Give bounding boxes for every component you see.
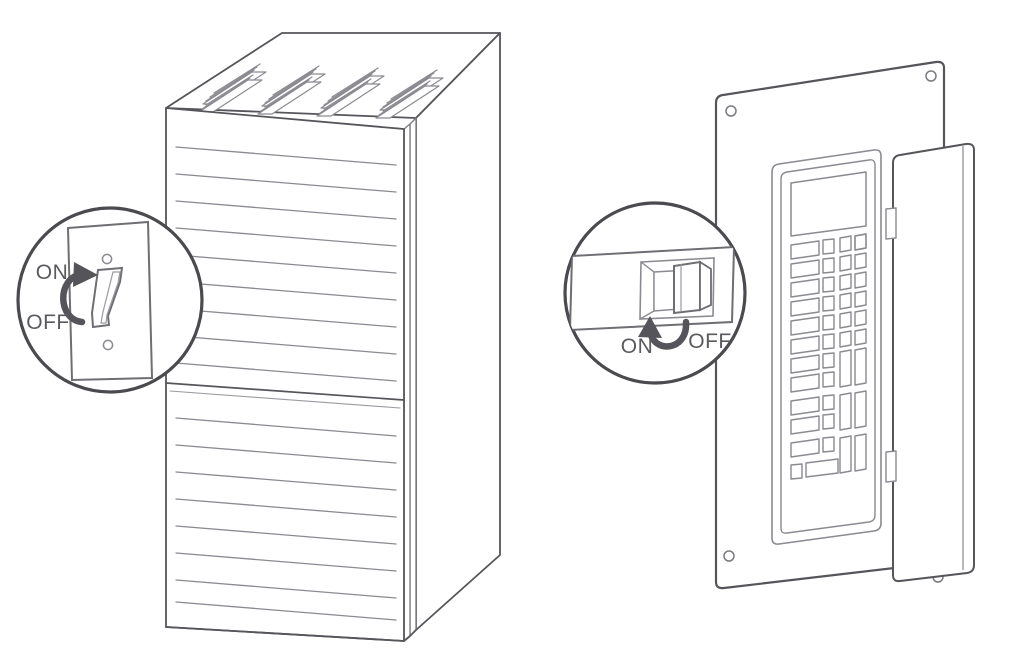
tower-mid-seam-2 bbox=[169, 390, 401, 409]
breaker-row bbox=[790, 252, 867, 279]
tower-bezel-strip-outer bbox=[409, 117, 417, 637]
tower-mid-seam bbox=[165, 382, 405, 401]
panel-breaker-tall-units bbox=[839, 347, 867, 474]
tower-front-louvers-upper bbox=[175, 146, 397, 382]
wall-switch-callout: ON OFF bbox=[16, 206, 204, 394]
panel-screw-top-left bbox=[725, 105, 737, 117]
tower-front-face bbox=[165, 107, 405, 642]
switch-plate-screw-top bbox=[101, 253, 113, 265]
breaker-row bbox=[790, 271, 867, 298]
panel-screw-bottom-left bbox=[723, 550, 735, 562]
right-callout-on-label: ON bbox=[621, 335, 654, 358]
breaker-row bbox=[790, 328, 867, 355]
electrical-panel bbox=[714, 60, 975, 590]
breaker-toggle-side bbox=[699, 260, 712, 312]
panel-door-hinge-bottom bbox=[885, 450, 897, 483]
server-tower bbox=[165, 32, 501, 642]
breaker-row bbox=[790, 309, 867, 336]
breaker-direction-arrowhead bbox=[638, 316, 662, 338]
panel-breaker-left-column bbox=[790, 352, 839, 480]
tower-top-vents bbox=[198, 63, 444, 119]
tower-bottom-edge bbox=[165, 626, 417, 642]
vent-group-1 bbox=[198, 63, 267, 113]
switch-plate-screw-bottom bbox=[102, 339, 114, 351]
vent-group-2 bbox=[257, 65, 326, 115]
panel-main-breaker bbox=[790, 171, 867, 237]
breaker-callout: ON OFF bbox=[563, 201, 747, 385]
tower-front-louvers-lower bbox=[175, 417, 397, 621]
breaker-row bbox=[790, 233, 867, 260]
left-callout-off-label: OFF bbox=[26, 311, 70, 334]
panel-door-hinge-top bbox=[885, 207, 897, 240]
left-callout-on-label: ON bbox=[36, 261, 69, 284]
tower-right-face bbox=[415, 32, 501, 631]
vent-group-4 bbox=[375, 69, 444, 119]
panel-breaker-rows bbox=[790, 233, 867, 355]
breaker-toggle bbox=[673, 260, 701, 315]
panel-door bbox=[892, 142, 975, 583]
panel-screw-top-right bbox=[925, 70, 937, 82]
vent-group-3 bbox=[316, 67, 385, 117]
switch-direction-arrowhead bbox=[73, 262, 98, 287]
breaker-row bbox=[790, 290, 867, 317]
switch-toggle-shade bbox=[100, 271, 121, 324]
right-callout-off-label: OFF bbox=[688, 330, 732, 353]
